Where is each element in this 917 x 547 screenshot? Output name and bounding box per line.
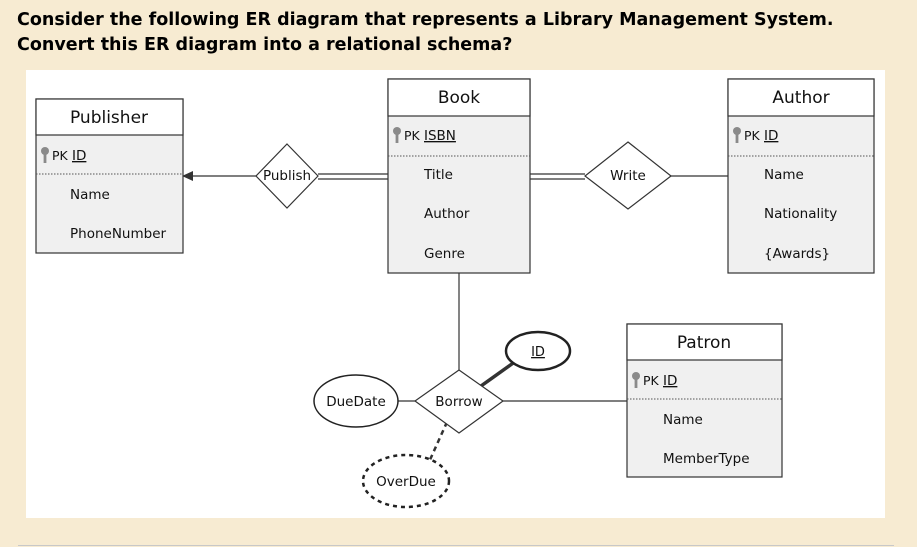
patron-attr-membertype: MemberType <box>663 451 750 467</box>
er-diagram: Publisher PK ID Name PhoneNumber Book PK… <box>35 78 875 509</box>
patron-attr-name: Name <box>663 412 703 428</box>
patron-pk: ID <box>663 373 677 389</box>
entity-publisher: Publisher PK ID Name PhoneNumber <box>35 98 184 254</box>
publisher-title: Publisher <box>70 108 148 128</box>
book-title: Book <box>438 88 480 108</box>
patron-pk-prefix: PK <box>643 373 660 388</box>
question-line-2: Convert this ER diagram into a relationa… <box>17 35 513 55</box>
attribute-id-label: ID <box>531 345 545 360</box>
relationship-write: Write <box>584 141 672 210</box>
book-pk-prefix: PK <box>404 128 421 143</box>
patron-title: Patron <box>677 333 731 353</box>
book-attr-title: Title <box>423 167 453 183</box>
attribute-duedate-label: DueDate <box>326 394 386 410</box>
book-attr-genre: Genre <box>424 246 465 262</box>
relationship-borrow: Borrow <box>413 369 505 434</box>
publisher-pk: ID <box>72 148 86 164</box>
attribute-duedate: DueDate <box>313 374 399 428</box>
book-pk: ISBN <box>424 128 456 144</box>
publisher-attr-name: Name <box>70 187 110 203</box>
publisher-arrowhead <box>182 171 193 181</box>
borrow-id-line <box>479 359 518 388</box>
author-attr-awards: {Awards} <box>764 246 830 262</box>
publisher-attr-phone: PhoneNumber <box>70 226 166 242</box>
connector-lines <box>182 171 728 463</box>
entity-patron: Patron PK ID Name MemberType <box>626 323 783 478</box>
borrow-label: Borrow <box>435 394 482 410</box>
question-text: Consider the following ER diagram that r… <box>17 8 897 58</box>
author-attr-nationality: Nationality <box>764 206 837 222</box>
question-line-1: Consider the following ER diagram that r… <box>17 10 834 30</box>
publish-label: Publish <box>263 168 311 184</box>
attribute-id: ID <box>504 330 572 372</box>
publisher-pk-prefix: PK <box>52 148 69 163</box>
author-pk-prefix: PK <box>744 128 761 143</box>
relationship-publish: Publish <box>255 143 319 209</box>
book-attr-author: Author <box>424 206 470 222</box>
author-title: Author <box>772 88 829 108</box>
attribute-overdue-label: OverDue <box>376 474 436 490</box>
bottom-divider <box>18 545 894 546</box>
author-attr-name: Name <box>764 167 804 183</box>
er-diagram-canvas: Publisher PK ID Name PhoneNumber Book PK… <box>26 70 885 518</box>
borrow-overdue-line <box>427 421 449 463</box>
entity-author: Author PK ID Name Nationality {Awards} <box>727 78 875 274</box>
attribute-overdue: OverDue <box>361 453 451 509</box>
write-label: Write <box>610 168 646 184</box>
author-pk: ID <box>764 128 778 144</box>
entity-book: Book PK ISBN Title Author Genre <box>387 78 531 274</box>
